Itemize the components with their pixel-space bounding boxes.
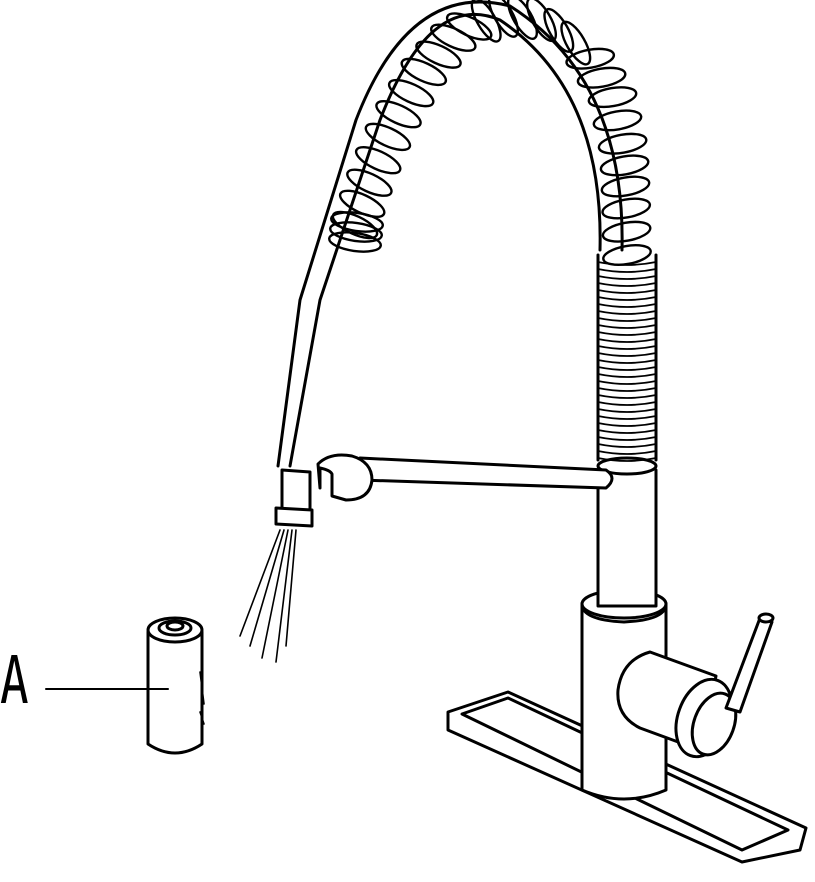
coil-ring: [597, 394, 657, 399]
coil-ring: [597, 282, 657, 287]
coil-ring: [597, 387, 657, 392]
coil-ring: [597, 303, 657, 308]
coil-loop: [600, 175, 651, 198]
coil-loop: [470, 0, 502, 43]
coil-ring: [597, 331, 657, 336]
coil-ring: [597, 324, 657, 329]
coil-loop: [364, 122, 412, 152]
coil-ring: [597, 443, 657, 448]
coil-loop: [506, 0, 539, 40]
coil-loop: [338, 189, 386, 219]
coil-ring: [597, 289, 657, 294]
coil-ring: [597, 345, 657, 350]
coil-ring: [597, 436, 657, 441]
coil-loop: [346, 168, 393, 197]
faucet-handle: [616, 612, 775, 759]
coil-ring: [597, 422, 657, 427]
coil-loop: [387, 78, 435, 108]
callout-label-a: A: [0, 642, 29, 719]
coil-ring: [597, 338, 657, 343]
coil-ring: [597, 380, 657, 385]
coil-ring: [597, 415, 657, 420]
coil-ring: [597, 359, 657, 364]
coil-ring: [597, 317, 657, 322]
coil-ring: [597, 296, 657, 301]
coil-loop: [576, 66, 627, 89]
coil-ring: [597, 352, 657, 357]
coil-loop: [592, 109, 643, 132]
spray-head-part: [146, 616, 205, 755]
coil-loop: [328, 231, 382, 253]
coil-ring: [597, 268, 657, 273]
coil-loop: [599, 154, 650, 177]
coil-loop: [597, 132, 648, 155]
coil-spring: [276, 0, 658, 468]
coil-loop: [587, 86, 638, 109]
coil-loop: [601, 220, 652, 243]
coil-ring: [597, 310, 657, 315]
coil-loop: [602, 244, 652, 266]
coil-ring: [597, 373, 657, 378]
coil-loop: [329, 221, 383, 243]
coil-loop: [601, 197, 652, 220]
coil-ring: [597, 401, 657, 406]
coil-ring: [597, 457, 657, 462]
coil-loop: [330, 211, 384, 233]
coil-loop: [560, 20, 592, 66]
coil-loop: [400, 57, 448, 87]
coil-loop: [354, 145, 402, 175]
spray-head-tip: [274, 468, 314, 528]
coil-ring: [597, 429, 657, 434]
coil-ring: [597, 366, 657, 371]
coil-ring: [597, 275, 657, 280]
coil-loop: [375, 99, 422, 129]
coil-loop: [430, 23, 477, 52]
sprayer-holder: [316, 453, 614, 502]
coil-loop: [415, 40, 462, 69]
water-stream: [239, 529, 297, 663]
coil-ring: [597, 450, 657, 455]
coil-ring: [597, 408, 657, 413]
faucet-column: [596, 456, 658, 608]
